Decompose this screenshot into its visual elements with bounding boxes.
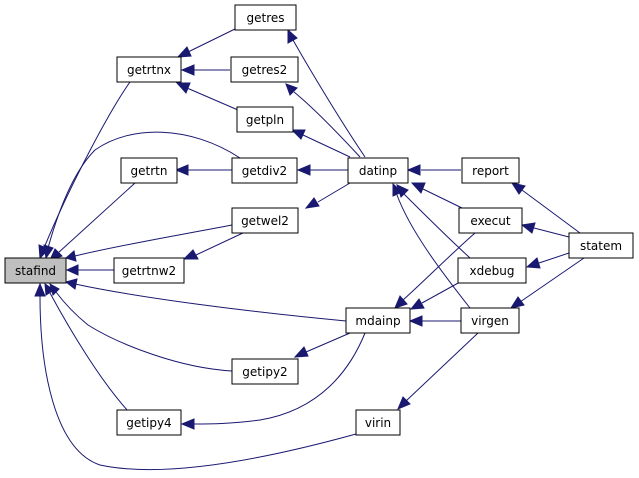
node-datinp[interactable]: datinp <box>347 157 409 184</box>
edge-virgen-to-datinp <box>392 182 471 309</box>
edge-virgen-to-mdainp <box>408 315 461 327</box>
node-label-getwel2: getwel2 <box>241 214 289 228</box>
edge-datinp-to-getwel2 <box>304 182 351 209</box>
edge-statem-to-xdebug <box>525 252 570 269</box>
edge-xdebug-to-mdainp <box>409 281 461 310</box>
node-execut[interactable]: execut <box>458 207 523 234</box>
edge-getipy2-to-stafind <box>49 282 233 372</box>
edge-getwel2-to-stafind <box>64 224 233 262</box>
node-label-xdebug: xdebug <box>470 264 515 278</box>
node-xdebug[interactable]: xdebug <box>457 257 527 284</box>
node-statem[interactable]: statem <box>568 232 634 259</box>
node-label-getrtn: getrtn <box>131 164 168 178</box>
node-mdainp[interactable]: mdainp <box>345 307 411 334</box>
node-getres[interactable]: getres <box>234 4 297 31</box>
edge-datinp-to-getpln <box>290 129 351 158</box>
node-virgen[interactable]: virgen <box>460 307 520 334</box>
node-label-getipy4: getipy4 <box>126 416 171 430</box>
node-getres2[interactable]: getres2 <box>230 56 299 83</box>
node-label-getres: getres <box>246 11 284 25</box>
node-label-mdainp: mdainp <box>355 314 400 328</box>
node-label-getrtnx: getrtnx <box>127 63 171 77</box>
edge-statem-to-report <box>510 182 581 234</box>
node-label-getdiv2: getdiv2 <box>242 164 287 178</box>
edge-getrtn-to-stafind <box>49 182 136 261</box>
node-getrtnx[interactable]: getrtnx <box>116 56 182 83</box>
edge-execut-to-datinp <box>410 182 463 209</box>
node-getpln[interactable]: getpln <box>236 106 294 133</box>
node-label-statem: statem <box>580 239 622 253</box>
node-label-execut: execut <box>470 214 510 228</box>
node-label-datinp: datinp <box>359 164 397 178</box>
edge-getdiv2-to-stafind <box>43 131 241 260</box>
edge-getdiv2-to-getrtn <box>174 164 232 176</box>
node-label-stafind: stafind <box>15 264 56 278</box>
edge-mdainp-to-stafind <box>64 278 347 322</box>
edge-report-to-datinp <box>406 164 461 176</box>
node-getipy2[interactable]: getipy2 <box>231 358 299 385</box>
node-label-report: report <box>472 164 509 178</box>
node-label-virin: virin <box>365 416 391 430</box>
edge-mdainp-to-getipy4 <box>180 332 366 430</box>
node-getrtnw2[interactable]: getrtnw2 <box>113 257 185 284</box>
edge-getwel2-to-getrtnw2 <box>182 231 246 260</box>
node-getdiv2[interactable]: getdiv2 <box>231 157 298 184</box>
edge-getres2-to-getrtnx <box>180 64 230 76</box>
node-getwel2[interactable]: getwel2 <box>231 207 299 234</box>
node-label-virgen: virgen <box>471 314 509 328</box>
node-virin[interactable]: virin <box>355 409 401 436</box>
node-stafind[interactable]: stafind <box>4 257 67 284</box>
node-label-getipy2: getipy2 <box>242 365 287 379</box>
edge-datinp-to-getres <box>287 28 366 158</box>
node-getrtn[interactable]: getrtn <box>120 157 178 184</box>
edge-getipy4-to-stafind <box>44 283 129 412</box>
node-label-getres2: getres2 <box>242 63 288 77</box>
edge-datinp-to-getres2 <box>285 83 361 158</box>
edge-execut-to-mdainp <box>394 232 476 309</box>
edge-getpln-to-getrtnx <box>175 82 239 111</box>
edge-statem-to-execut <box>520 222 570 238</box>
edge-virgen-to-virin <box>397 332 479 410</box>
node-report[interactable]: report <box>461 157 520 184</box>
edge-datinp-to-getdiv2 <box>296 164 348 176</box>
edge-getres-to-getrtnx <box>176 27 238 58</box>
edge-mdainp-to-getipy2 <box>293 332 351 358</box>
edge-statem-to-virgen <box>509 257 585 309</box>
edge-getrtnw2-to-stafind <box>65 264 114 276</box>
node-label-getrtnw2: getrtnw2 <box>122 264 176 278</box>
edge-virin-to-stafind <box>34 282 357 471</box>
node-label-getpln: getpln <box>246 113 284 127</box>
node-getipy4[interactable]: getipy4 <box>116 409 182 436</box>
